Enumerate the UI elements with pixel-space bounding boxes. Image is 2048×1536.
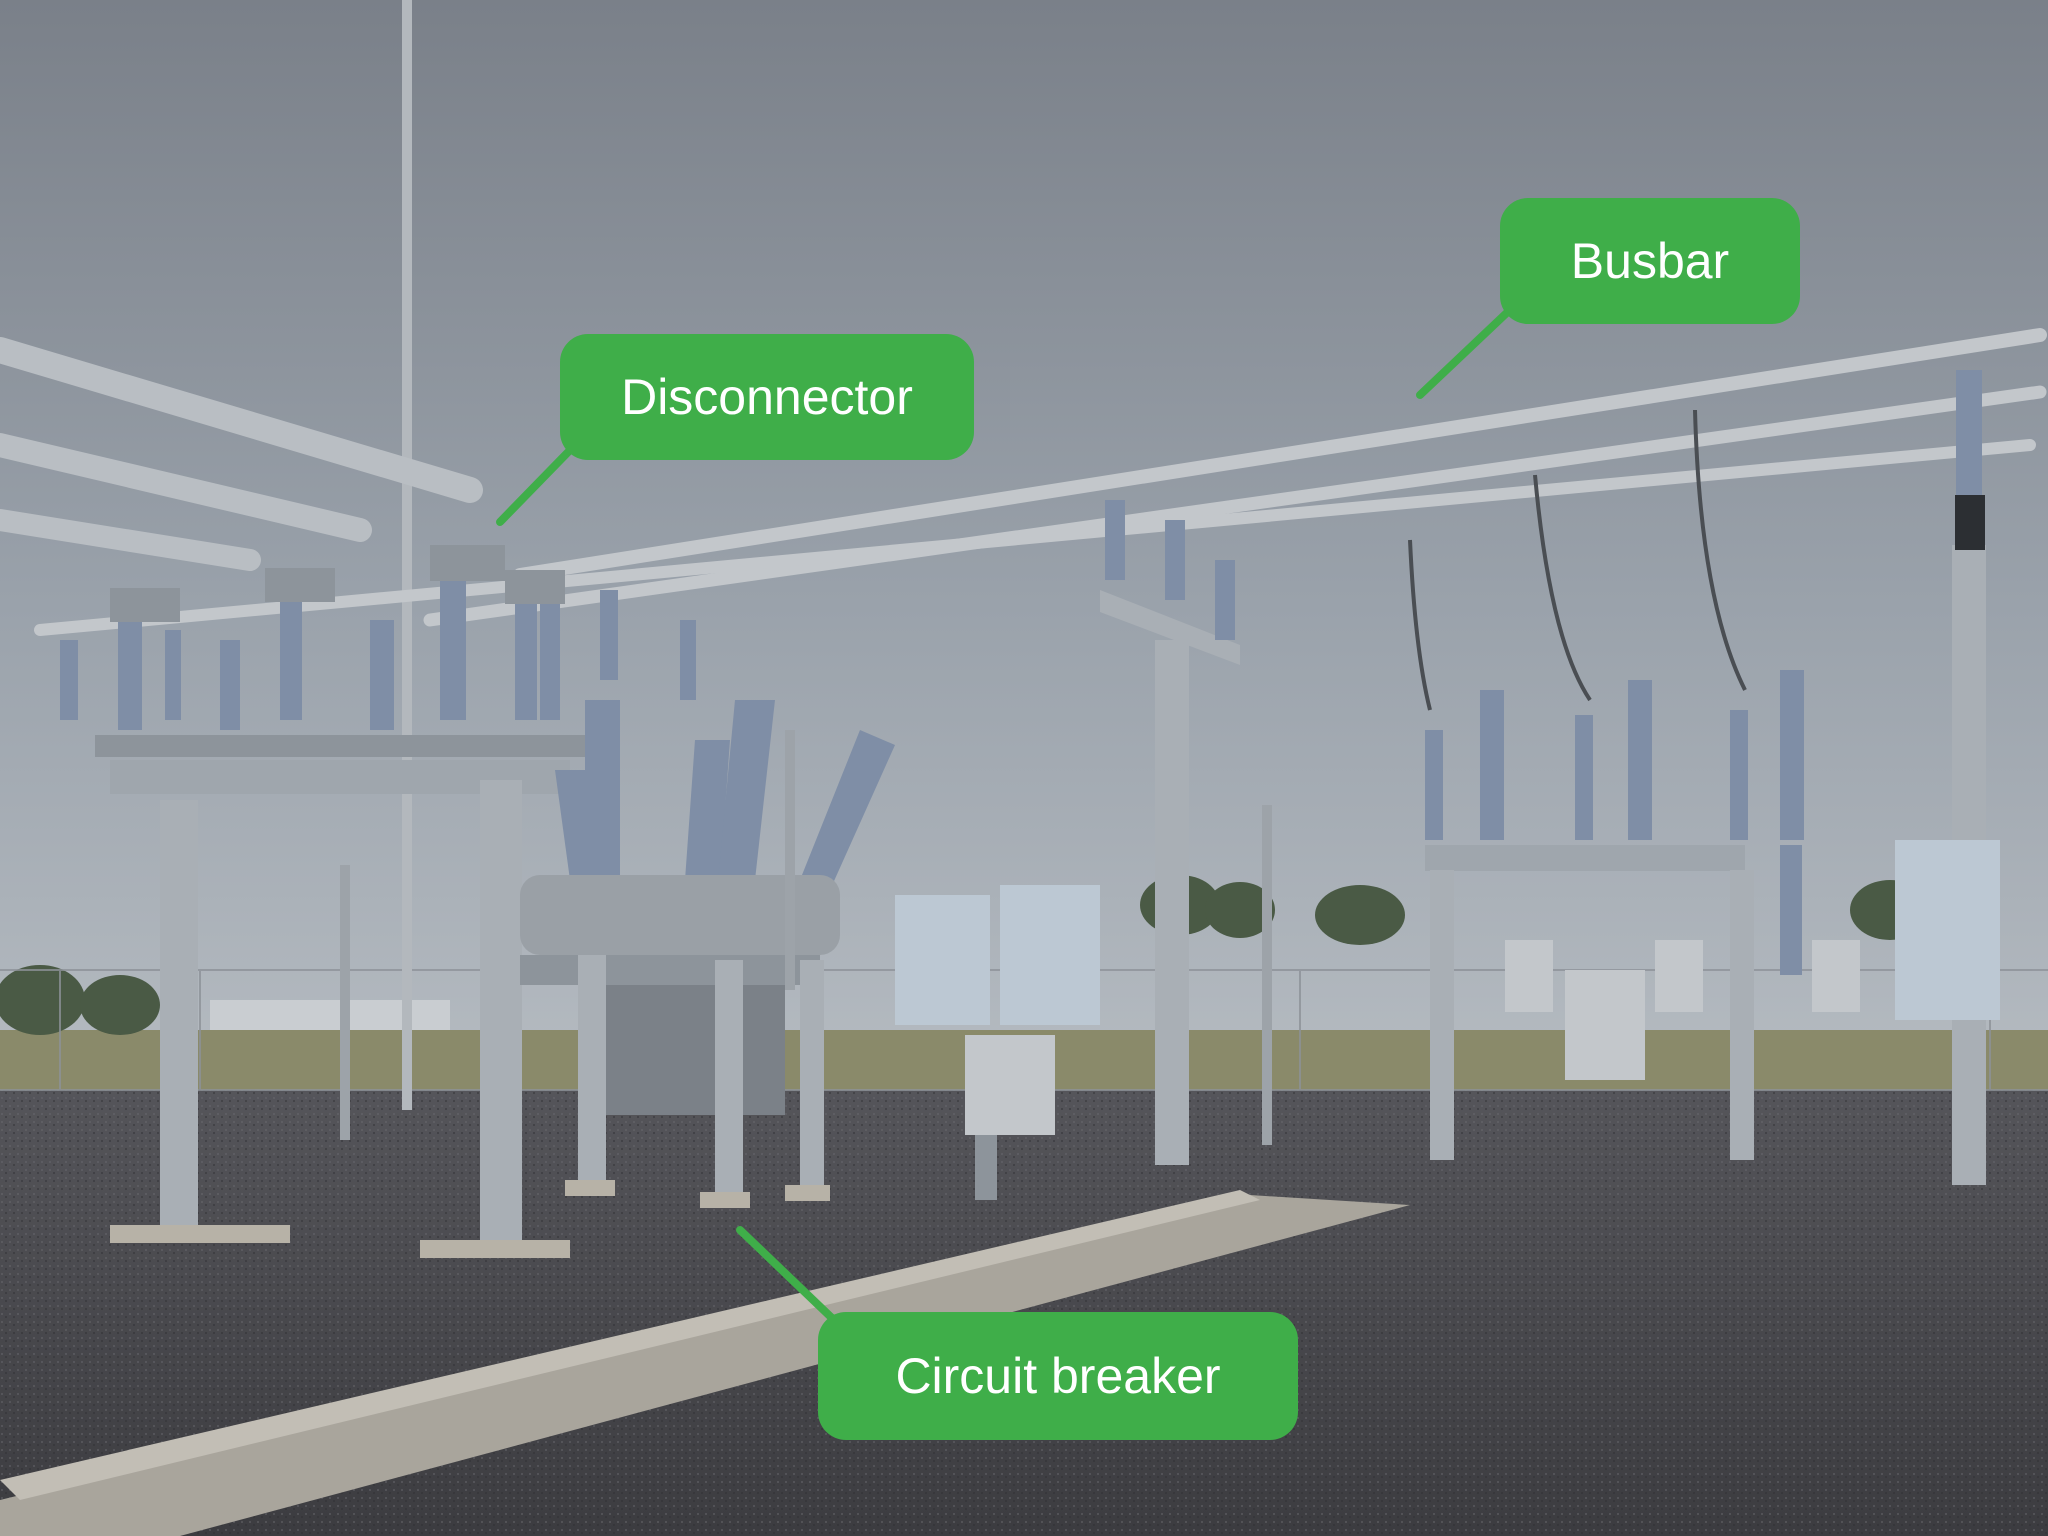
disconnector-label: Disconnector — [560, 334, 974, 460]
right-switching-bay — [1408, 409, 1860, 1160]
circuit-breaker — [520, 700, 895, 1208]
light-pole — [402, 0, 412, 1110]
distant-building — [210, 1000, 450, 1030]
disconnector-structure — [60, 545, 696, 1258]
control-kiosks — [895, 840, 2000, 1200]
background-poles — [340, 730, 1272, 1145]
t-frame-insulators — [1105, 500, 1235, 640]
t-frame-column — [1155, 640, 1189, 1165]
t-frame-arm — [1100, 590, 1240, 665]
cable-trench — [0, 1195, 1410, 1536]
busbar-support-clamp — [1955, 495, 1985, 550]
busbar-support-insulator — [1956, 370, 1982, 500]
overhead-pipes — [0, 337, 483, 571]
leader-lines — [496, 302, 1518, 1324]
cable-trench-lid — [0, 1190, 1260, 1500]
busbar-label: Busbar — [1500, 198, 1800, 324]
circuit-breaker-label: Circuit breaker — [818, 1312, 1298, 1440]
